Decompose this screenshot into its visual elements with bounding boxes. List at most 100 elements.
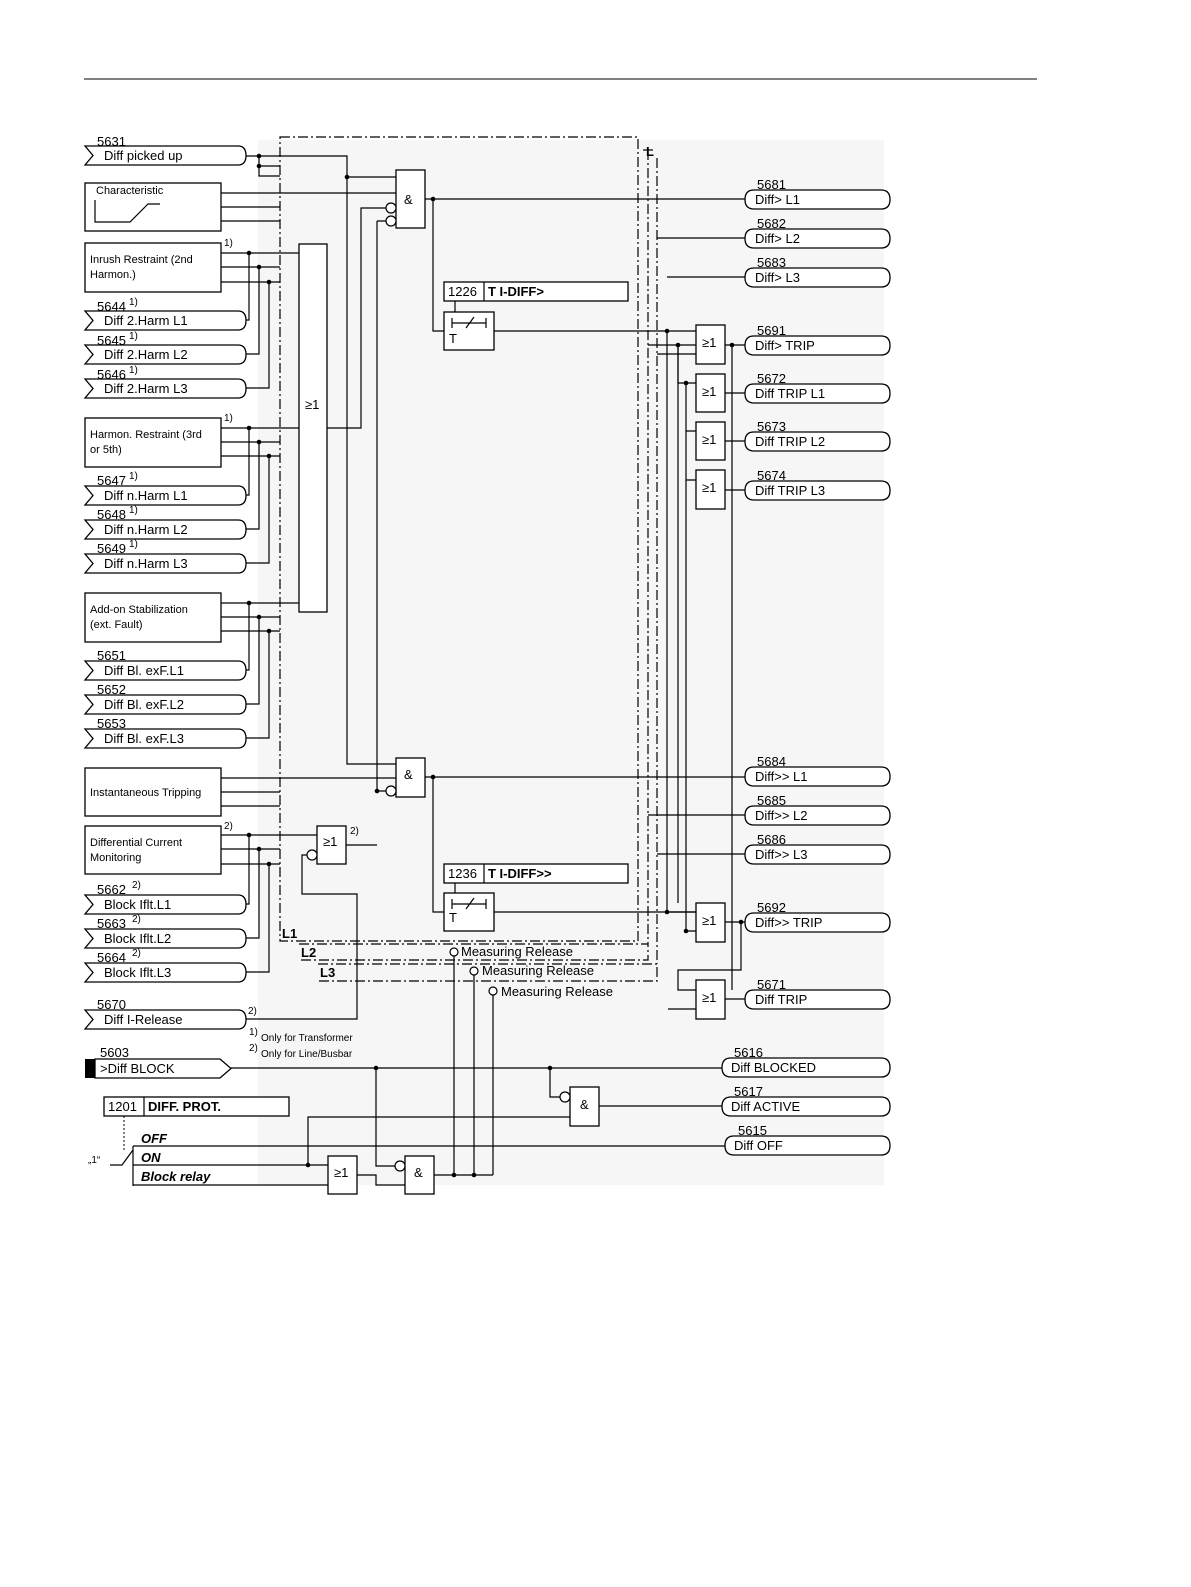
svg-text:Diff> L2: Diff> L2 xyxy=(755,231,800,246)
svg-text:1): 1) xyxy=(129,297,138,308)
input-5644: 5644 1) Diff 2.Harm L1 xyxy=(83,297,247,331)
svg-text:DIFF. PROT.: DIFF. PROT. xyxy=(148,1099,221,1114)
svg-text:or 5th): or 5th) xyxy=(90,444,122,456)
svg-text:Diff OFF: Diff OFF xyxy=(734,1138,783,1153)
svg-text:(ext. Fault): (ext. Fault) xyxy=(90,619,143,631)
svg-text:2): 2) xyxy=(248,1006,257,1017)
bottom-gates: & ≥1 & xyxy=(327,1086,600,1195)
svg-text:T: T xyxy=(449,331,457,346)
output-5683: 5683 Diff> L3 xyxy=(744,255,891,288)
svg-text:≥1: ≥1 xyxy=(334,1165,348,1180)
input-5648: 5648 1) Diff n.Harm L2 xyxy=(83,505,247,540)
setting-1201: 1201 DIFF. PROT. „1“ OFF ON Block relay xyxy=(88,1096,725,1186)
svg-text:&: & xyxy=(404,767,413,782)
svg-text:5663: 5663 xyxy=(97,916,126,931)
svg-text:5652: 5652 xyxy=(97,682,126,697)
svg-text:&: & xyxy=(414,1165,423,1180)
svg-text:1): 1) xyxy=(129,365,138,376)
svg-text:Diff BLOCKED: Diff BLOCKED xyxy=(731,1060,816,1075)
svg-text:5670: 5670 xyxy=(97,997,126,1012)
output-5681: 5681 Diff> L1 xyxy=(744,177,891,210)
output-5615: 5615 Diff OFF xyxy=(724,1123,891,1156)
svg-text:Measuring Release: Measuring Release xyxy=(482,963,594,978)
svg-text:Diff> L3: Diff> L3 xyxy=(755,270,800,285)
svg-text:&: & xyxy=(580,1097,589,1112)
diff-l1-and-gate: & xyxy=(385,169,426,229)
diagram-background xyxy=(258,140,884,1185)
svg-text:≥1: ≥1 xyxy=(702,480,716,495)
output-5684: 5684 Diff>> L1 xyxy=(744,754,891,787)
svg-text:1): 1) xyxy=(129,331,138,342)
svg-text:„1“: „1“ xyxy=(88,1155,100,1166)
input-5652: 5652 Diff Bl. exF.L2 xyxy=(83,682,247,715)
junction-dots xyxy=(246,153,744,1178)
svg-text:Diff ACTIVE: Diff ACTIVE xyxy=(731,1099,800,1114)
svg-text:1): 1) xyxy=(224,413,233,424)
output-5674: 5674 Diff TRIP L3 xyxy=(744,468,891,501)
svg-text:5651: 5651 xyxy=(97,648,126,663)
footnote-transformer: Only for Transformer xyxy=(261,1033,353,1044)
phase-label-l: L xyxy=(646,144,654,159)
input-5651: 5651 Diff Bl. exF.L1 xyxy=(83,648,247,681)
svg-text:5681: 5681 xyxy=(757,177,786,192)
input-5649: 5649 1) Diff n.Harm L3 xyxy=(83,539,247,574)
svg-text:Add-on Stabilization: Add-on Stabilization xyxy=(90,604,188,616)
svg-text:5683: 5683 xyxy=(757,255,786,270)
svg-text:5603: 5603 xyxy=(100,1045,129,1060)
svg-text:5673: 5673 xyxy=(757,419,786,434)
svg-text:>Diff BLOCK: >Diff BLOCK xyxy=(100,1061,175,1076)
svg-text:5664: 5664 xyxy=(97,950,126,965)
svg-text:Diff> TRIP: Diff> TRIP xyxy=(755,338,815,353)
phase-label-l2: L2 xyxy=(301,945,316,960)
measuring-release-l3: Measuring Release xyxy=(488,984,613,999)
svg-text:Inrush Restraint (2nd: Inrush Restraint (2nd xyxy=(90,254,193,266)
svg-text:Harmon.): Harmon.) xyxy=(90,269,136,281)
svg-text:5649: 5649 xyxy=(97,541,126,556)
svg-text:Diff TRIP L1: Diff TRIP L1 xyxy=(755,386,825,401)
svg-text:5616: 5616 xyxy=(734,1045,763,1060)
svg-text:Measuring Release: Measuring Release xyxy=(501,984,613,999)
svg-text:Harmon. Restraint (3rd: Harmon. Restraint (3rd xyxy=(90,429,202,441)
svg-text:Measuring Release: Measuring Release xyxy=(461,944,573,959)
svg-text:Diff TRIP L2: Diff TRIP L2 xyxy=(755,434,825,449)
svg-text:Block Iflt.L2: Block Iflt.L2 xyxy=(104,931,171,946)
svg-text:Diff> L1: Diff> L1 xyxy=(755,192,800,207)
output-5673: 5673 Diff TRIP L2 xyxy=(744,419,891,452)
measuring-release-l1: Measuring Release xyxy=(449,944,573,959)
inrush-restraint-block: Inrush Restraint (2nd Harmon.) 1) xyxy=(84,238,233,293)
svg-text:1): 1) xyxy=(224,238,233,249)
output-5617: 5617 Diff ACTIVE xyxy=(721,1084,891,1117)
svg-text:5653: 5653 xyxy=(97,716,126,731)
svg-text:&: & xyxy=(404,192,413,207)
svg-text:1): 1) xyxy=(129,505,138,516)
svg-text:5615: 5615 xyxy=(738,1123,767,1138)
svg-text:Block Iflt.L3: Block Iflt.L3 xyxy=(104,965,171,980)
svg-text:5645: 5645 xyxy=(97,333,126,348)
svg-text:5672: 5672 xyxy=(757,371,786,386)
svg-text:5646: 5646 xyxy=(97,367,126,382)
svg-text:≥1: ≥1 xyxy=(702,335,716,350)
addon-stabilization-block: Add-on Stabilization (ext. Fault) xyxy=(84,592,222,643)
svg-text:Diff Bl. exF.L1: Diff Bl. exF.L1 xyxy=(104,663,184,678)
output-5692: 5692 Diff>> TRIP xyxy=(744,900,891,933)
svg-text:5617: 5617 xyxy=(734,1084,763,1099)
svg-text:5691: 5691 xyxy=(757,323,786,338)
wiring xyxy=(221,155,745,1186)
svg-text:Diff I-Release: Diff I-Release xyxy=(104,1012,183,1027)
svg-text:Diff n.Harm L2: Diff n.Harm L2 xyxy=(104,522,188,537)
svg-text:≥1: ≥1 xyxy=(702,432,716,447)
svg-text:5631: 5631 xyxy=(97,134,126,149)
input-5603: 5603 >Diff BLOCK xyxy=(85,1045,232,1079)
instantaneous-tripping-block: Instantaneous Tripping xyxy=(84,767,222,817)
svg-text:Diff n.Harm L3: Diff n.Harm L3 xyxy=(104,556,188,571)
input-5663: 5663 2) Block Iflt.L2 xyxy=(83,914,247,949)
svg-text:1226: 1226 xyxy=(448,284,477,299)
svg-text:Diff>> L3: Diff>> L3 xyxy=(755,847,808,862)
svg-text:Diff n.Harm L1: Diff n.Harm L1 xyxy=(104,488,188,503)
svg-text:≥1: ≥1 xyxy=(702,384,716,399)
restraint-or-gate: ≥1 xyxy=(298,243,328,613)
svg-text:2): 2) xyxy=(132,880,141,891)
svg-text:5692: 5692 xyxy=(757,900,786,915)
svg-text:5644: 5644 xyxy=(97,299,126,314)
svg-text:≥1: ≥1 xyxy=(702,913,716,928)
